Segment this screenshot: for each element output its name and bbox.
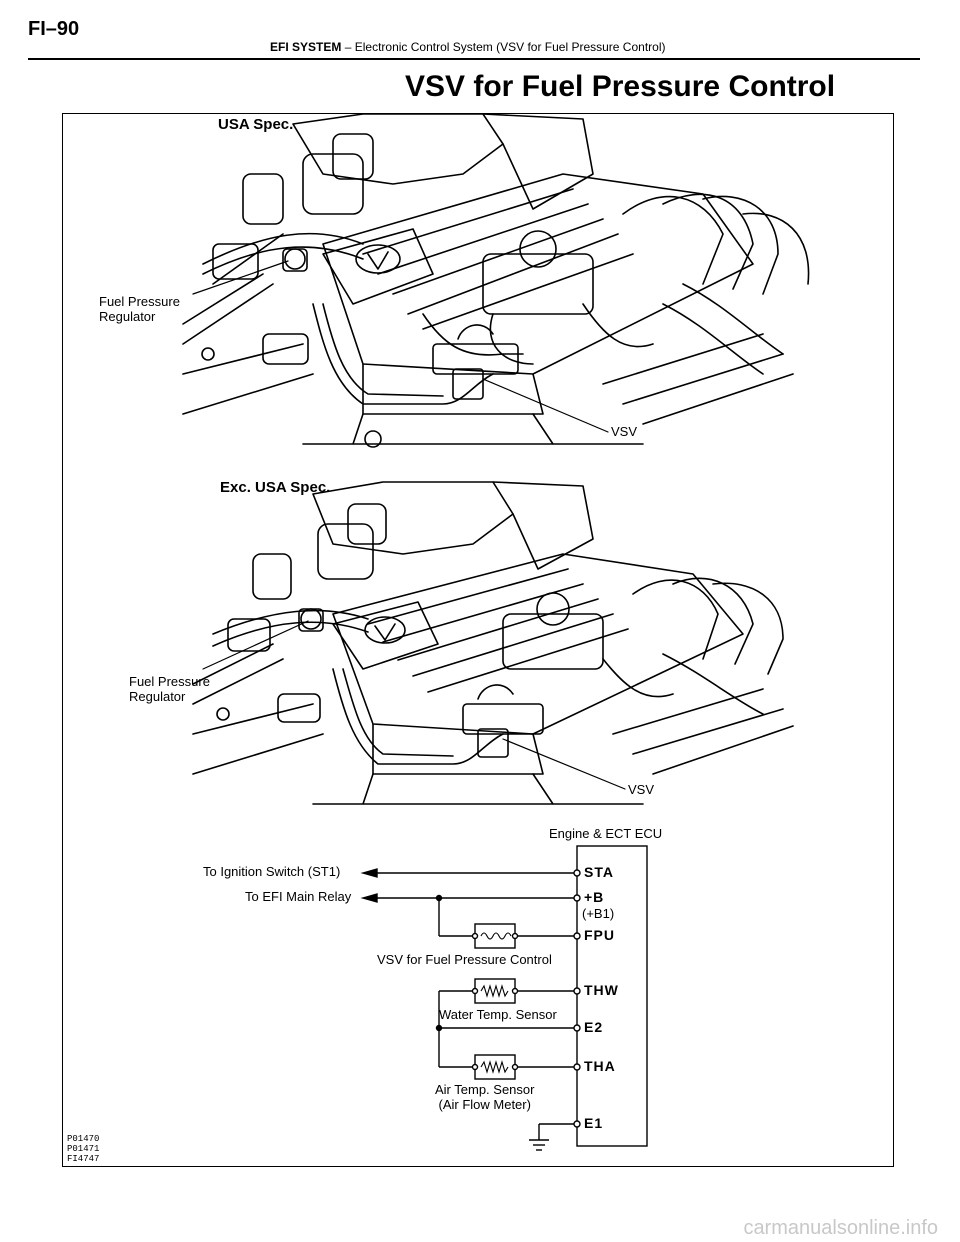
pin-b: +B — [584, 889, 605, 905]
air-temp-label: Air Temp. Sensor (Air Flow Meter) — [435, 1082, 534, 1112]
ref-code: P01470 — [67, 1134, 100, 1144]
exc-engine-illustration — [192, 481, 794, 805]
pin-fpu: FPU — [584, 927, 615, 943]
usa-engine-illustration — [182, 114, 810, 448]
usa-regulator-callout: Fuel Pressure Regulator — [99, 294, 180, 324]
pin-e1: E1 — [584, 1115, 604, 1131]
exc-spec-label: Exc. USA Spec. — [220, 479, 331, 496]
usa-spec-label: USA Spec. — [218, 116, 294, 133]
to-efi-relay-label: To EFI Main Relay — [245, 889, 352, 904]
pin-e2: E2 — [584, 1019, 604, 1035]
ecu-box — [576, 845, 648, 1147]
ecu-label: Engine & ECT ECU — [549, 826, 663, 841]
to-ignition-label: To Ignition Switch (ST1) — [203, 864, 341, 879]
pin-sta: STA — [584, 864, 614, 880]
page-title: VSV for Fuel Pressure Control — [405, 70, 836, 103]
exc-regulator-line2: Regulator — [129, 689, 186, 704]
figure-drawing — [182, 114, 810, 1151]
header-rule — [28, 58, 920, 60]
watermark: carmanualsonline.info — [743, 1217, 938, 1239]
header-separator: – — [344, 40, 352, 54]
pin-b1: (+B1) — [582, 906, 615, 921]
figure-refs: P01470 P01471 FI4747 — [67, 1134, 99, 1164]
subsection-name: Electronic Control System (VSV for Fuel … — [354, 40, 666, 54]
wiring-diagram — [360, 845, 648, 1151]
pin-thw: THW — [584, 982, 619, 998]
figure-frame: USA Spec. Fuel Pressure Regulator VSV Ex… — [62, 113, 894, 1167]
usa-vsv-callout: VSV — [611, 424, 638, 439]
ref-code: P01471 — [67, 1144, 100, 1154]
water-temp-label: Water Temp. Sensor — [439, 1007, 557, 1022]
vsv-component-label: VSV for Fuel Pressure Control — [377, 952, 552, 967]
page-number: FI–90 — [28, 18, 80, 40]
pin-tha: THA — [584, 1058, 616, 1074]
air-temp-line1: Air Temp. Sensor — [435, 1082, 535, 1097]
exc-vsv-callout: VSV — [628, 782, 655, 797]
air-temp-line2: (Air Flow Meter) — [438, 1097, 531, 1112]
usa-regulator-line1: Fuel Pressure — [99, 294, 180, 309]
exc-regulator-callout: Fuel Pressure Regulator — [129, 674, 210, 704]
exc-regulator-line1: Fuel Pressure — [129, 674, 210, 689]
section-name: EFI SYSTEM — [270, 40, 342, 54]
ref-code: FI4747 — [67, 1154, 100, 1164]
header-line: EFI SYSTEM – Electronic Control System (… — [270, 40, 666, 54]
usa-regulator-line2: Regulator — [99, 309, 156, 324]
